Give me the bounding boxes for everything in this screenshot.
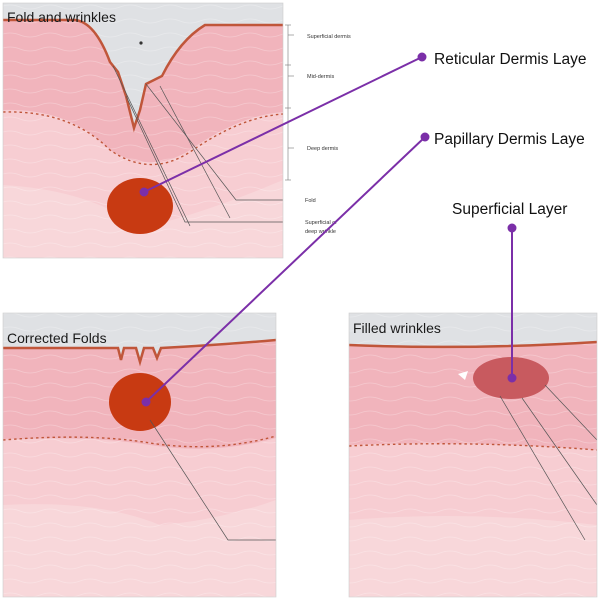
label-mid-dermis: Mid-dermis: [307, 74, 334, 80]
filled-panel-border: [348, 312, 598, 598]
filled-needle-tip: [458, 371, 468, 380]
fold-panel-border: [2, 2, 284, 259]
callout-reticular-dermis: Reticular Dermis Laye: [434, 51, 586, 68]
filled-leader-lines: [499, 384, 597, 541]
callout-papillary-dermis: Papillary Dermis Laye: [434, 131, 585, 148]
fold-panel-title: Fold and wrinkles: [7, 9, 116, 25]
corrected-panel: [3, 313, 276, 597]
pointer-line-reticular: [143, 56, 423, 193]
label-deep-dermis: Deep dermis: [307, 146, 338, 152]
filled-skin-texture: [349, 313, 597, 597]
pointer-dot-reticular-end: [139, 187, 149, 197]
fold-marker-dot: [139, 41, 143, 45]
corrected-panel-title: Corrected Folds: [7, 330, 107, 346]
corrected-panel-border: [2, 312, 277, 598]
corrected-leader-line: [149, 419, 276, 541]
corrected-epidermis-line: [3, 338, 276, 367]
label-wrinkle-line1: Superficial or: [305, 220, 337, 226]
corrected-skin-texture: [3, 313, 276, 597]
fold-panel: [3, 3, 283, 258]
label-wrinkle-line2: deep wrinkle: [305, 229, 336, 235]
label-superficial-dermis: Superficial dermis: [307, 34, 351, 40]
filled-panel-title: Filled wrinkles: [353, 320, 441, 336]
callout-superficial-layer: Superficial Layer: [452, 201, 567, 218]
fold-filler-bolus: [107, 178, 173, 234]
fold-dermis-boundary: [3, 111, 283, 166]
label-fold: Fold: [305, 198, 316, 204]
pointer-dot-reticular-start: [417, 52, 427, 62]
filled-panel: [349, 313, 597, 597]
pointer-line-papillary: [145, 136, 426, 403]
filled-dermis-boundary: [349, 443, 597, 451]
pointer-dot-superficial-end: [507, 373, 517, 383]
pointer-dot-papillary-start: [420, 132, 430, 142]
fold-leader-lines: [112, 65, 283, 227]
pointer-dot-superficial-start: [507, 223, 517, 233]
corrected-filler-bolus: [109, 373, 171, 431]
callout-pointers: [139, 52, 517, 407]
pointer-dot-papillary-end: [141, 397, 151, 407]
filled-epidermis-line: [349, 340, 597, 349]
fold-layer-bracket: [285, 24, 294, 181]
